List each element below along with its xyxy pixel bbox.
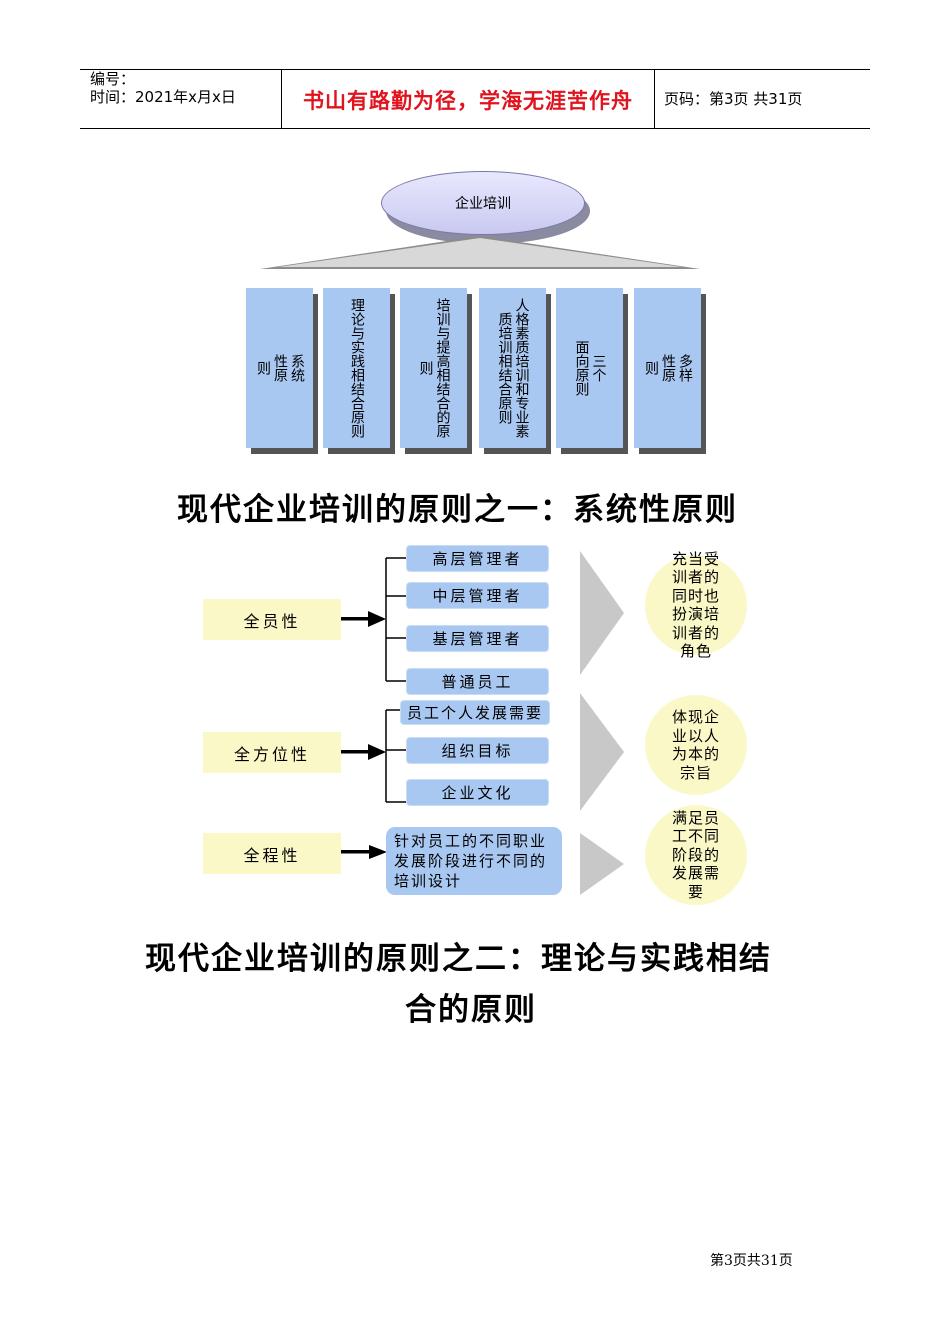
group-label: 全程性 — [203, 833, 341, 874]
principle-column: 人格素质培训和专业素 质培训相结合原则 — [479, 288, 546, 448]
group-item-text: 针对员工的不同职业发展阶段进行不同的培训设计 — [394, 832, 548, 890]
principle-column: 多样 性原 则 — [634, 288, 701, 448]
group-item: 企业文化 — [406, 779, 549, 806]
header-divider — [281, 69, 282, 129]
group-label-text: 全程性 — [243, 845, 301, 865]
principle-column: 培训与提高相结合的原 则 — [400, 288, 467, 448]
connector-lines — [341, 557, 406, 803]
group-item-text: 企业文化 — [441, 784, 514, 802]
header-number-label: 编号： — [90, 70, 136, 88]
footer-page-number: 第3页共31页 — [710, 1253, 793, 1269]
group-item-text: 员工个人发展需要 — [406, 704, 543, 722]
principle-label: 三个 面向原则 — [573, 340, 607, 396]
result-circle: 体现企业以人为本的宗旨 — [645, 695, 747, 795]
group-label-text: 全方位性 — [233, 744, 310, 764]
group-item-text: 高层管理者 — [432, 550, 523, 568]
header-time-label: 时间：2021年x月x日 — [90, 88, 236, 106]
principle-column: 三个 面向原则 — [556, 288, 623, 448]
group-label-text: 全员性 — [243, 611, 301, 631]
header-page-label: 页码：第3页 共31页 — [664, 90, 803, 108]
chevron-icon — [580, 551, 624, 675]
root-label: 企业培训 — [455, 196, 511, 212]
section-heading-1: 现代企业培训的原则之一：系统性原则 — [177, 492, 738, 528]
header-top-rule — [80, 69, 870, 70]
header-divider — [654, 69, 655, 129]
chevron-icon — [580, 833, 624, 895]
group-label: 全方位性 — [203, 732, 341, 773]
group-item: 基层管理者 — [406, 625, 549, 652]
principle-label: 培训与提高相结合的原 则 — [417, 298, 451, 438]
principle-label: 人格素质培训和专业素 质培训相结合原则 — [496, 298, 530, 438]
group-item-text: 中层管理者 — [432, 587, 523, 605]
group-label: 全员性 — [203, 599, 341, 640]
principle-label: 系统 性原 则 — [255, 354, 305, 382]
group-item: 中层管理者 — [406, 582, 549, 609]
root-ellipse: 企业培训 — [381, 171, 585, 235]
section-heading-2: 现代企业培训的原则之二：理论与实践相结 — [145, 941, 772, 977]
principle-column: 理论与实践相结合原则 — [323, 288, 390, 448]
fan-connector — [260, 236, 700, 269]
group-item-text: 组织目标 — [441, 742, 514, 760]
header-motto: 书山有路勤为径，学海无涯苦作舟 — [303, 89, 633, 113]
result-text: 满足员工不同阶段的发展需要 — [671, 808, 720, 901]
result-text: 体现企业以人为本的宗旨 — [671, 708, 720, 782]
chevron-icon — [580, 693, 624, 811]
result-circle: 满足员工不同阶段的发展需要 — [645, 805, 747, 905]
result-text: 充当受训者的同时也扮演培训者的角色 — [671, 549, 720, 661]
section-heading-2-cont: 合的原则 — [405, 992, 537, 1028]
group-item: 普通员工 — [406, 668, 549, 695]
principle-label: 多样 性原 则 — [643, 354, 693, 382]
result-circle: 充当受训者的同时也扮演培训者的角色 — [645, 550, 747, 660]
arrow-icon — [341, 845, 387, 859]
header-bottom-rule — [80, 128, 870, 129]
group-item-text: 基层管理者 — [432, 630, 523, 648]
group-item: 针对员工的不同职业发展阶段进行不同的培训设计 — [386, 827, 562, 895]
group-item-text: 普通员工 — [441, 673, 514, 691]
principle-label: 理论与实践相结合原则 — [349, 298, 365, 438]
group-item: 员工个人发展需要 — [400, 700, 550, 725]
principle-column: 系统 性原 则 — [246, 288, 313, 448]
group-item: 组织目标 — [406, 737, 549, 764]
group-item: 高层管理者 — [406, 545, 549, 572]
